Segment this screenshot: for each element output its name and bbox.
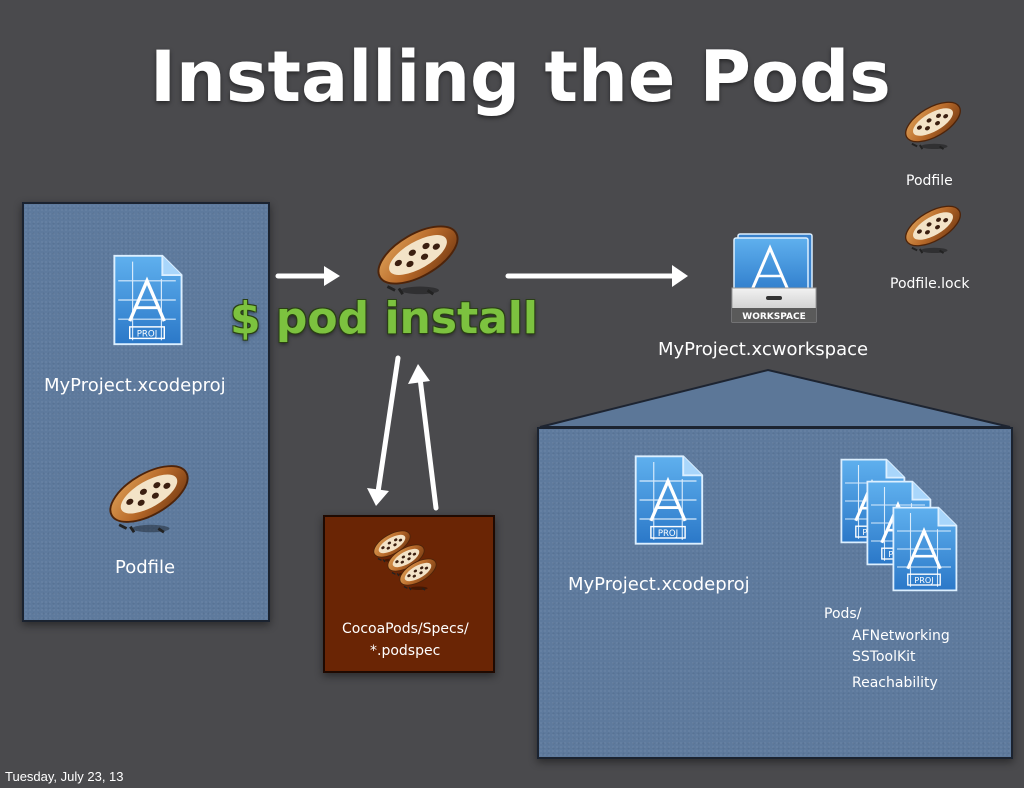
arrow-specs-to-install (417, 375, 439, 511)
left-podfile-label: Podfile (115, 557, 176, 578)
cocoa-bean-icon (370, 212, 466, 298)
xcode-workspace-icon[interactable]: WORKSPACE (730, 230, 818, 326)
cocoa-bean-icon[interactable] (900, 196, 966, 256)
pods-folder-label: Pods/ (824, 606, 862, 622)
footer-date: Tuesday, July 23, 13 (5, 769, 124, 784)
pod-item: AFNetworking (852, 628, 950, 644)
pod-install-command: $ pod install (230, 293, 538, 344)
arrow-install-to-specs (375, 355, 401, 495)
right-project-label: MyProject.xcodeproj (568, 574, 750, 595)
slide-title: Installing the Pods (150, 36, 891, 118)
pod-item: SSToolKit (852, 649, 916, 665)
left-project-label: MyProject.xcodeproj (44, 375, 226, 396)
cocoa-bean-icon (370, 524, 440, 592)
cocoa-bean-icon[interactable] (102, 452, 196, 536)
cocoa-bean-icon[interactable] (900, 92, 966, 152)
workspace-expand-shape (539, 368, 1011, 428)
podfile-label: Podfile (906, 173, 953, 189)
specs-path-label: CocoaPods/Specs/ (342, 621, 469, 637)
podfile-lock-label: Podfile.lock (890, 276, 970, 292)
workspace-badge: WORKSPACE (742, 312, 805, 322)
podspec-pattern-label: *.podspec (370, 643, 441, 659)
xcode-project-file-icon[interactable] (630, 452, 706, 548)
workspace-contents-panel (537, 427, 1013, 759)
workspace-label: MyProject.xcworkspace (658, 339, 869, 360)
xcode-project-file-icon[interactable] (108, 252, 186, 348)
project-file-stack-icon[interactable] (836, 455, 962, 601)
pod-item: Reachability (852, 675, 938, 691)
